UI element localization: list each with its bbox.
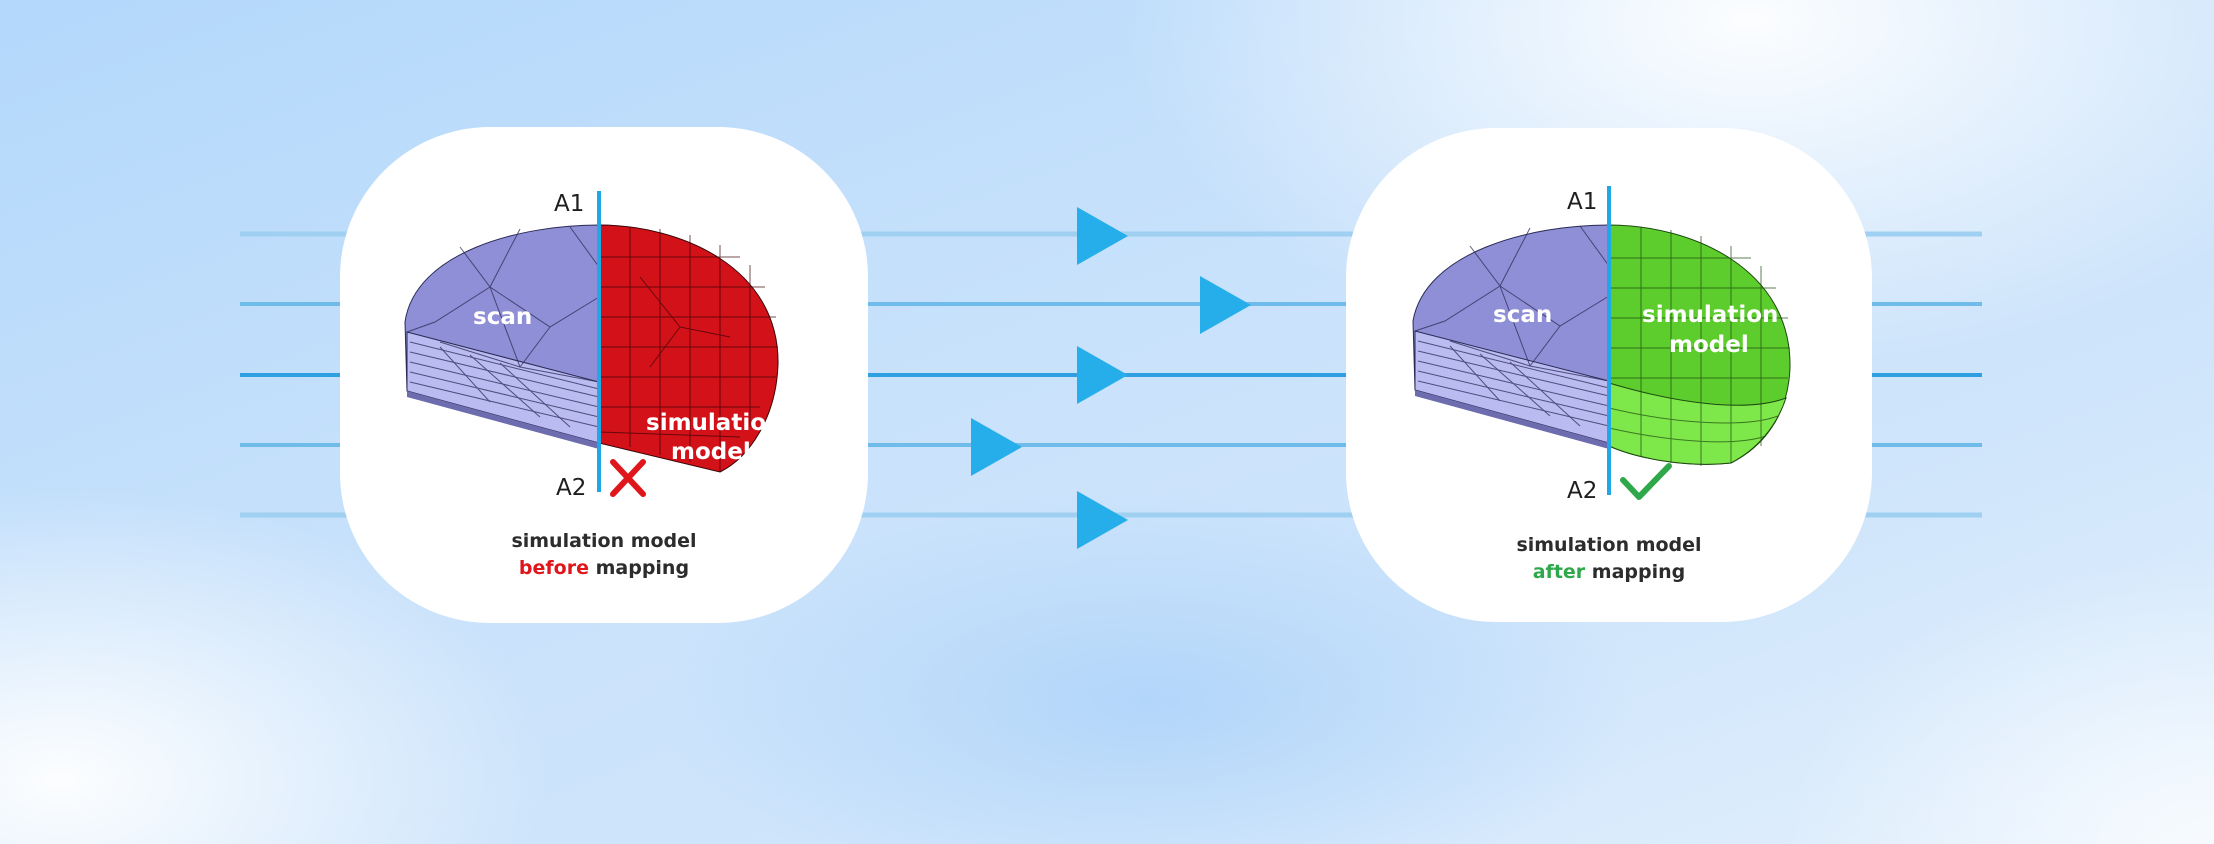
before-mapping-card: A1 A2 scan simulation model simulation m… [340, 127, 868, 623]
axis-label-a2: A2 [556, 475, 586, 501]
check-icon [1620, 463, 1672, 500]
caption-subtitle: after mapping [1346, 559, 1872, 586]
caption-title: simulation model [511, 530, 697, 552]
arrow-5 [1077, 491, 1128, 549]
axis-label-a1: A1 [554, 191, 584, 217]
caption-rest: mapping [588, 557, 690, 579]
arrow-1 [1077, 207, 1128, 265]
scan-label: scan [1493, 302, 1552, 328]
caption-subtitle: before mapping [340, 555, 868, 582]
caption-title: simulation model [1516, 534, 1702, 556]
before-caption: simulation model before mapping [340, 528, 868, 582]
caption-highlight: before [518, 557, 589, 579]
caption-rest: mapping [1585, 561, 1686, 583]
caption-highlight: after [1532, 561, 1586, 583]
scan-mesh [1412, 224, 1610, 449]
cross-icon [610, 459, 646, 497]
simulation-label-line1: simulation [1642, 302, 1778, 328]
simulation-mesh-before [598, 224, 779, 473]
simulation-label-line2: model [1669, 332, 1749, 358]
after-caption: simulation model after mapping [1346, 532, 1872, 586]
simulation-label-line2: model [671, 439, 751, 465]
before-mesh-figure: A1 A2 scan simulation model [404, 191, 782, 501]
arrow-4 [971, 418, 1022, 476]
scan-label: scan [473, 304, 532, 330]
axis-label-a2: A2 [1567, 478, 1597, 504]
simulation-label-line1: simulation [646, 410, 782, 436]
after-mesh-figure: A1 A2 scan simulation model [1412, 186, 1791, 504]
simulation-mesh-after [1608, 224, 1791, 466]
arrow-2 [1200, 276, 1251, 334]
scan-mesh [404, 224, 600, 449]
after-mapping-card: A1 A2 scan simulation model simulation m… [1346, 128, 1872, 622]
axis-label-a1: A1 [1567, 189, 1597, 215]
arrow-3 [1077, 346, 1128, 404]
